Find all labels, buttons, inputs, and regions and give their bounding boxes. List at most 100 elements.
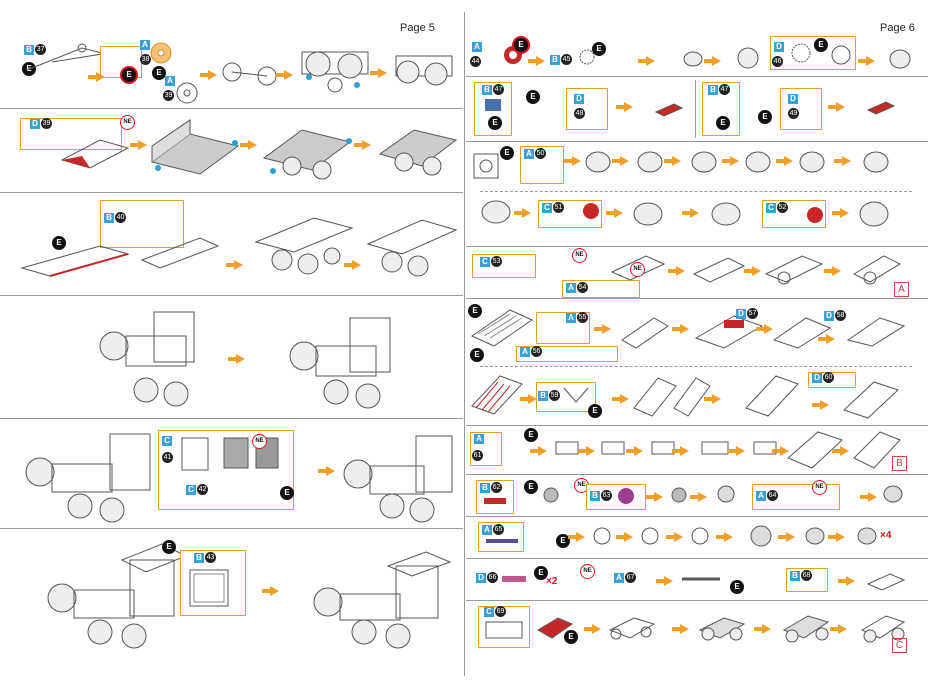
part-tag: C bbox=[162, 436, 172, 446]
next-arrow bbox=[240, 140, 257, 150]
next-arrow bbox=[564, 156, 581, 166]
part-tag: 48 bbox=[574, 108, 585, 119]
next-arrow bbox=[672, 624, 689, 634]
step-badge: E bbox=[162, 540, 176, 554]
next-arrow bbox=[828, 102, 845, 112]
front-assembly-complete bbox=[853, 431, 901, 469]
locomotive-boiler-illustration bbox=[99, 311, 195, 407]
callout-box bbox=[780, 88, 822, 130]
next-arrow bbox=[778, 532, 795, 542]
next-arrow bbox=[344, 260, 361, 270]
part-tag: A bbox=[140, 40, 150, 50]
page-6-label: Page 6 bbox=[880, 22, 915, 34]
next-arrow bbox=[838, 576, 855, 586]
cylinder-stage-2 bbox=[637, 151, 663, 173]
part-tag: 44 bbox=[470, 56, 481, 67]
red-chassis-illustration bbox=[537, 617, 574, 639]
step-badge: E bbox=[152, 66, 166, 80]
ne-badge: NE bbox=[572, 248, 587, 263]
assembly-point bbox=[232, 140, 238, 146]
next-arrow bbox=[754, 624, 771, 634]
row-divider bbox=[466, 76, 928, 77]
next-arrow bbox=[704, 56, 721, 66]
disk-stage bbox=[671, 487, 687, 503]
frame-with-wheels-illustration bbox=[254, 217, 354, 275]
piston-stage-2 bbox=[633, 202, 663, 226]
frame-illustration bbox=[610, 255, 666, 281]
part-tag: A bbox=[474, 434, 484, 444]
row-divider bbox=[466, 516, 928, 517]
next-arrow bbox=[638, 56, 655, 66]
next-arrow bbox=[828, 532, 845, 542]
lamp-stage-5 bbox=[753, 441, 777, 455]
drum-illustration bbox=[737, 47, 759, 69]
next-arrow bbox=[616, 102, 633, 112]
cylinder-stage-5 bbox=[799, 151, 825, 173]
next-arrow bbox=[612, 394, 629, 404]
next-arrow bbox=[626, 446, 643, 456]
next-arrow bbox=[858, 56, 875, 66]
next-arrow bbox=[578, 446, 595, 456]
next-arrow bbox=[728, 446, 745, 456]
next-arrow bbox=[668, 266, 685, 276]
step-badge: E bbox=[524, 480, 538, 494]
frame-stage-3 bbox=[764, 255, 824, 285]
step-badge: E bbox=[730, 580, 744, 594]
step-badge: E bbox=[814, 38, 828, 52]
truck-stage-2 bbox=[698, 617, 746, 641]
callout-box bbox=[566, 88, 608, 130]
ne-badge: NE bbox=[630, 262, 645, 277]
truck-stage-3 bbox=[782, 615, 830, 643]
cowcatcher-stage-3 bbox=[673, 377, 711, 417]
bracket-complete bbox=[866, 573, 906, 591]
hub-stage-2 bbox=[641, 527, 659, 545]
red-part-illustration bbox=[484, 498, 506, 504]
axle-cap-illustration bbox=[883, 485, 903, 503]
next-arrow bbox=[824, 266, 841, 276]
vertical-split bbox=[695, 80, 696, 138]
next-arrow bbox=[666, 532, 683, 542]
step-badge: E bbox=[758, 110, 772, 124]
locomotive-cab-illustration bbox=[25, 433, 151, 523]
cylinder-stage-1 bbox=[585, 151, 611, 173]
row-divider bbox=[466, 246, 928, 247]
disk-illustration bbox=[831, 45, 851, 65]
next-arrow bbox=[530, 446, 547, 456]
next-arrow bbox=[812, 400, 829, 410]
drum-assembled-illustration bbox=[889, 49, 911, 69]
next-arrow bbox=[228, 354, 245, 364]
row-divider bbox=[466, 298, 928, 299]
next-arrow bbox=[776, 156, 793, 166]
piston-stage-3 bbox=[711, 202, 741, 226]
next-arrow bbox=[520, 394, 537, 404]
next-arrow bbox=[354, 140, 371, 150]
section-mark-b: B bbox=[892, 456, 907, 471]
assembly-point bbox=[354, 82, 360, 88]
step-badge: E bbox=[534, 566, 548, 580]
grille-illustration bbox=[470, 309, 534, 347]
row-divider bbox=[466, 558, 928, 559]
multiplier-x4: ×4 bbox=[880, 530, 892, 541]
frame-wheels-illustration bbox=[301, 51, 369, 93]
v-plate-illustration bbox=[563, 387, 589, 403]
grille-stage-3 bbox=[694, 315, 764, 349]
cowcatcher-illustration bbox=[471, 375, 523, 415]
row-divider-dashed bbox=[480, 366, 912, 367]
locomotive-complete-illustration bbox=[313, 551, 452, 649]
next-arrow bbox=[672, 446, 689, 456]
next-arrow bbox=[606, 208, 623, 218]
